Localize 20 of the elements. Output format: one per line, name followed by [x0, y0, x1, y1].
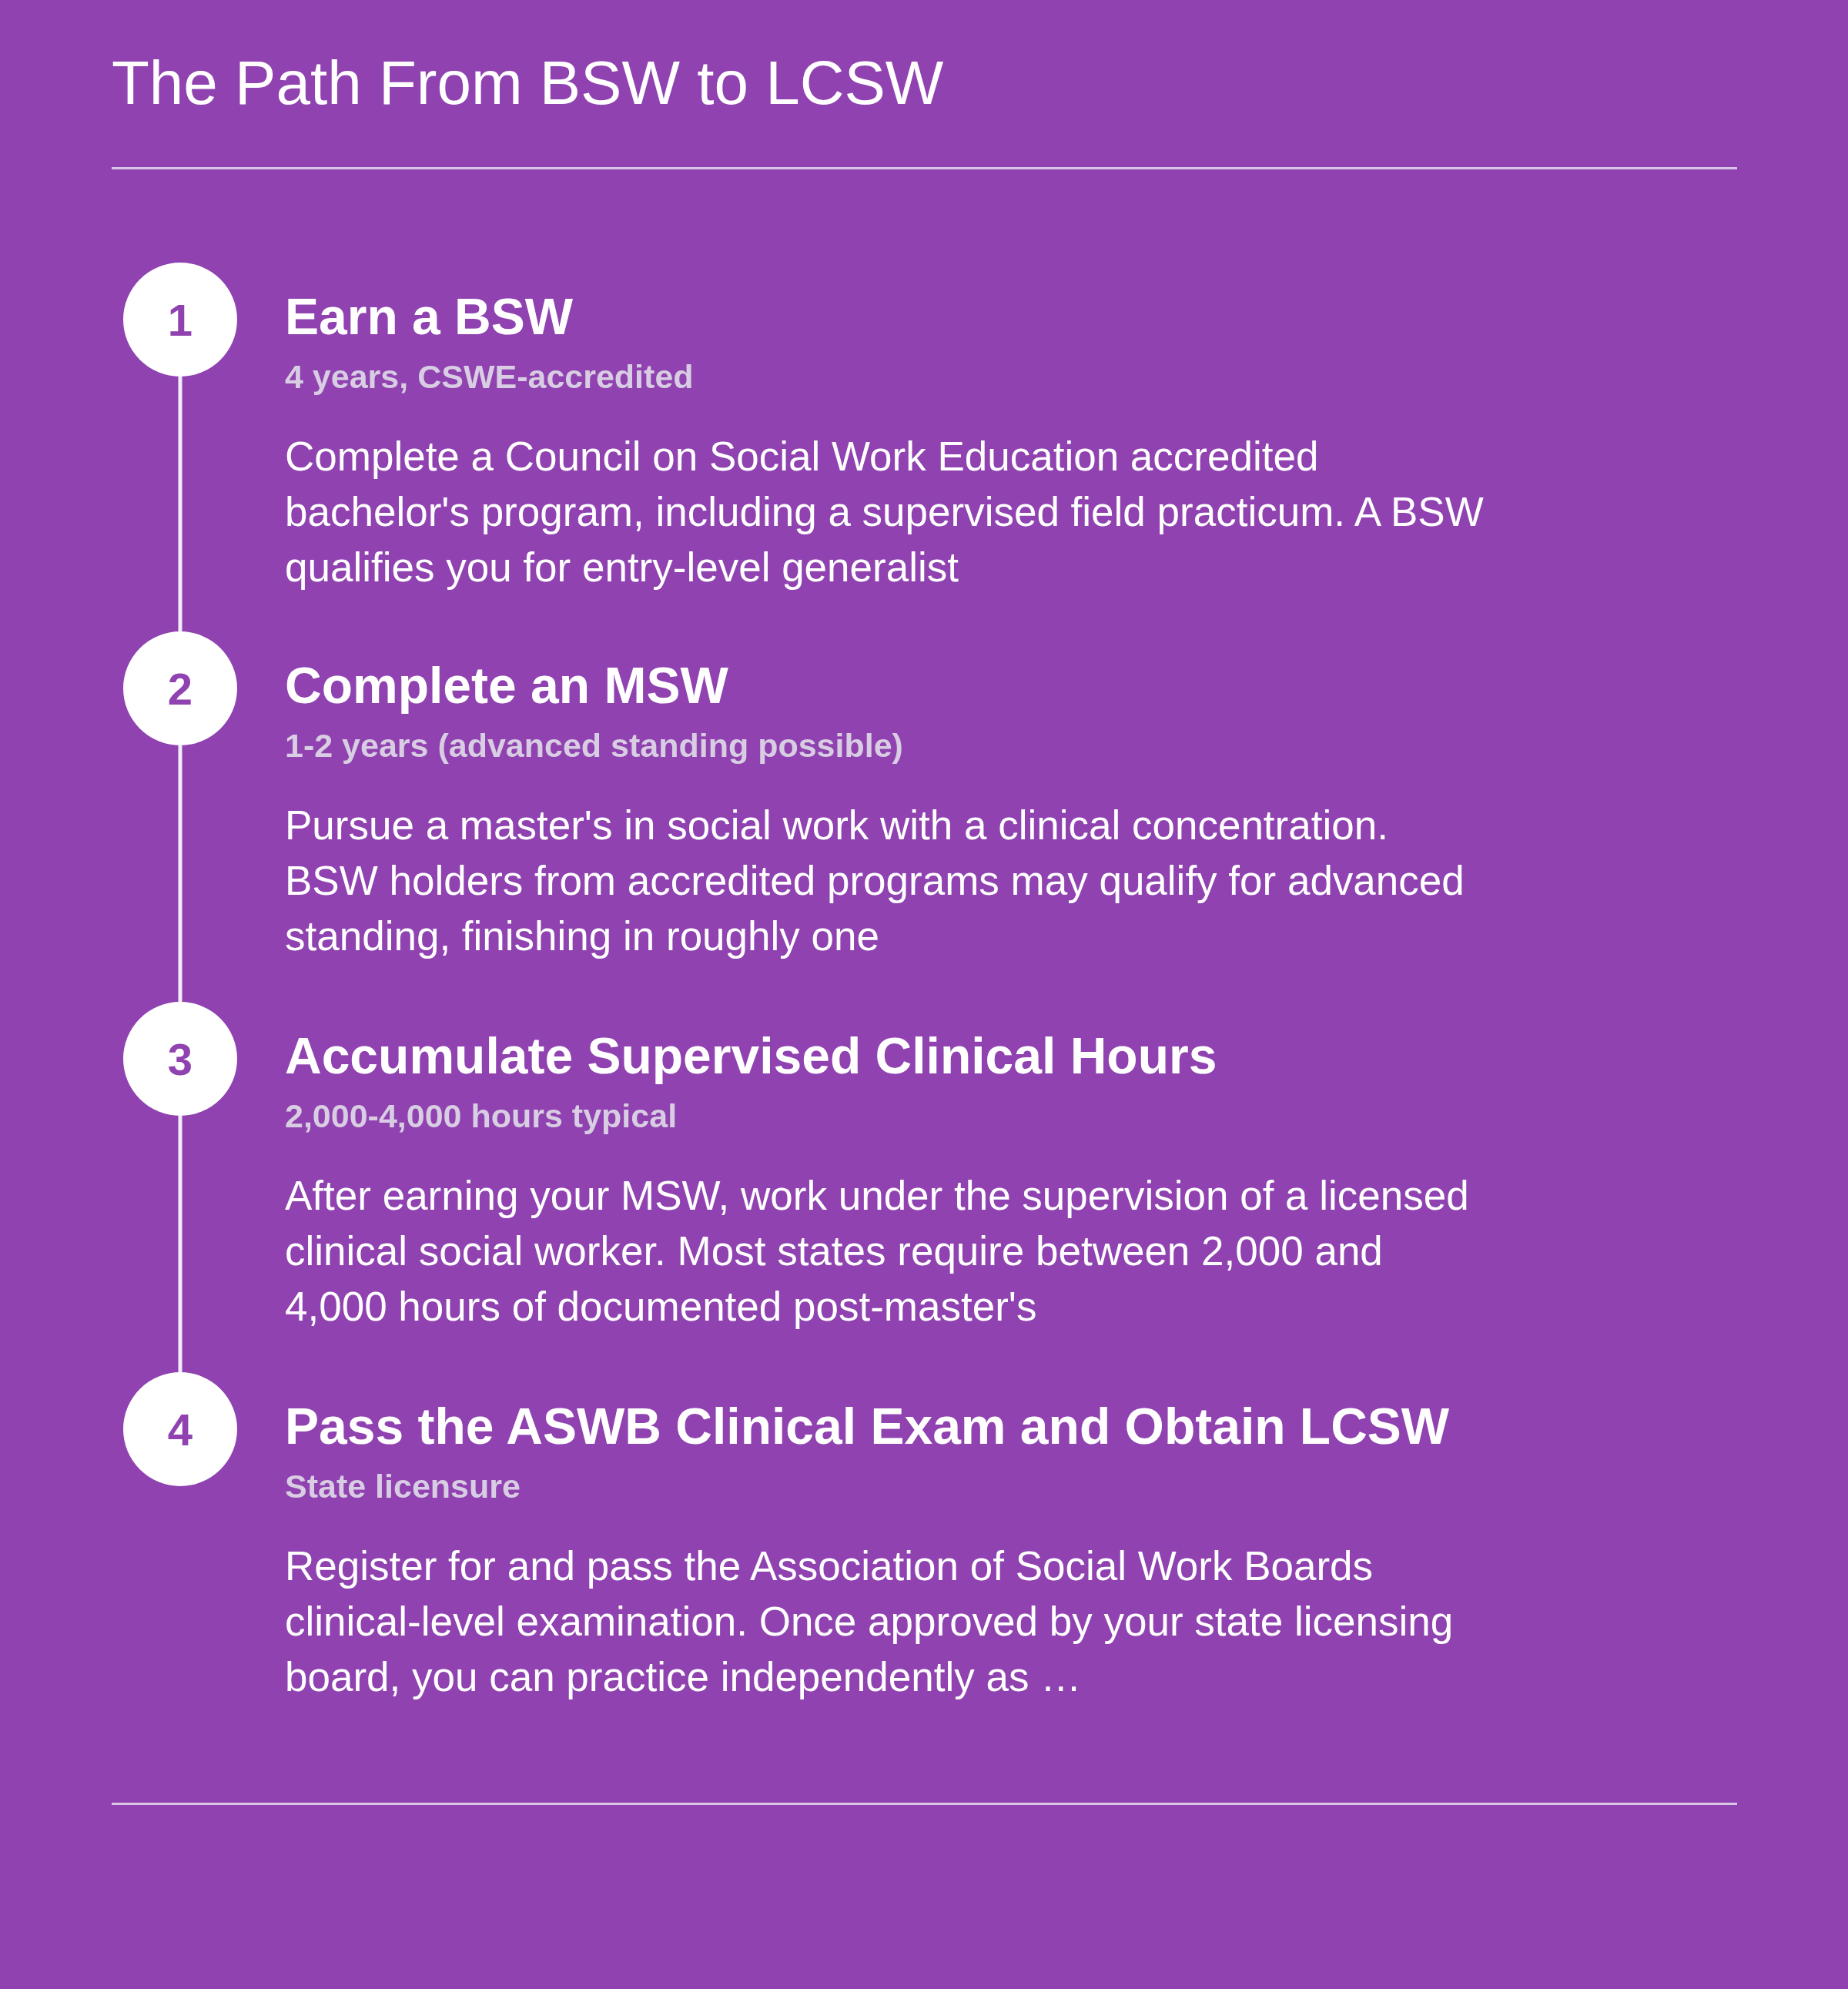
step-number-circle: 1	[123, 263, 237, 377]
diagram-title: The Path From BSW to LCSW	[112, 48, 944, 119]
step-heading: Pass the ASWB Clinical Exam and Obtain LCSW	[285, 1397, 1451, 1456]
step-description: After earning your MSW, work under the supervision of a licensed clinical social worker. Most states require between 2,000 and 4,000 hours of documented post-master's	[285, 1172, 1470, 1331]
step-duration: 2,000-4,000 hours typical	[285, 1097, 678, 1136]
connector-line	[178, 745, 182, 1002]
step-description: Register for and pass the Association of Social Work Boards clinical-level examination. Once approved by your state licensing board, you can practice independently as …	[285, 1542, 1455, 1701]
step-number-circle: 3	[123, 1002, 237, 1116]
step-duration: 4 years, CSWE-accredited	[285, 357, 695, 397]
connector-line	[178, 377, 182, 631]
step-duration: 1-2 years (advanced standing possible)	[285, 726, 904, 765]
step-heading: Earn a BSW	[285, 287, 574, 347]
step-description: Pursue a master's in social work with a clinical concentration. BSW holders from accredited programs may qualify for advanced standing, finishing in roughly one	[285, 802, 1465, 960]
connector-line	[178, 1116, 182, 1372]
step-description: Complete a Council on Social Work Education accredited bachelor's program, including a supervised field practicum. A BSW qualifies you for entry-level generalist	[285, 433, 1485, 591]
step-number-circle: 4	[123, 1372, 237, 1486]
step-number-circle: 2	[123, 631, 237, 745]
step-heading: Accumulate Supervised Clinical Hours	[285, 1026, 1218, 1086]
step-heading: Complete an MSW	[285, 656, 729, 715]
step-duration: State licensure	[285, 1467, 521, 1506]
